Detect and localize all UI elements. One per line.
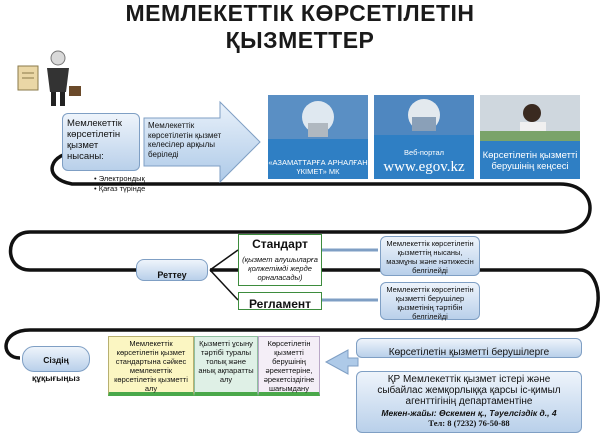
reglament-note: Мемлекеттік көрсетілетін қызметті беруші…	[380, 282, 480, 321]
title-line-2: ҚЫЗМЕТТЕР	[225, 27, 375, 53]
channel-con-label: «АЗАМАТТАРҒА АРНАЛҒАН ҮКІМЕТ» МК	[268, 158, 368, 176]
delivery-arrow-text: Мемлекеттік көрсетілетін қызмет келесіле…	[148, 121, 222, 159]
standard-desc: (қызмет алушыларға қолжетімді жерде орна…	[242, 255, 318, 282]
standard-title: Стандарт	[252, 237, 308, 251]
form-item-paper: Қағаз түрінде	[94, 184, 164, 194]
portal-photo-icon	[374, 95, 474, 135]
reglament-box: Регламент	[238, 292, 322, 311]
right-item-3-text: Көрсетілетін қызметті берушінің әрекетте…	[263, 339, 315, 393]
channel-con: «АЗАМАТТАРҒА АРНАЛҒАН ҮКІМЕТ» МК	[266, 93, 370, 181]
right-item-1: Мемлекеттік көрсетілетін қызмет стандарт…	[108, 336, 194, 396]
channel-office-label: Көрсетілетін қызметті берушінің кеңсесі	[482, 150, 578, 172]
office-photo-icon	[268, 95, 368, 139]
right-item-2: Қызметті ұсыну тәртібі туралы толық және…	[194, 336, 258, 396]
rights-box: Сіздің құқығыңыз	[22, 346, 90, 383]
right-item-2-text: Қызметті ұсыну тәртібі туралы толық және…	[198, 339, 254, 384]
channel-portal-label: Веб-портал	[403, 148, 445, 157]
complaint-provider-text: Көрсетілетін қызметті берушілерге	[388, 347, 550, 358]
channel-portal: Веб-портал www.egov.kz	[372, 93, 476, 181]
rights-label: Сіздің құқығыңыз	[32, 355, 80, 383]
agency-address: Мекен-жайы: Өскемен қ., Тәуелсіздік д., …	[381, 408, 557, 418]
regulation-box: Реттеу	[136, 259, 208, 281]
service-form-heading: Мемлекеттік көрсетілетін қызмет нысаны:	[67, 118, 122, 162]
standard-box: Стандарт (қызмет алушыларға қолжетімді ж…	[238, 234, 322, 286]
delivery-arrow	[143, 100, 261, 184]
agency-line-2: сыбайлас жемқорлыққа қарсы іс-қимыл	[377, 385, 561, 396]
channel-office: Көрсетілетін қызметті берушінің кеңсесі	[478, 93, 582, 181]
title-line-1: МЕМЛЕКЕТТІК КӨРСЕТІЛЕТІН	[125, 0, 475, 26]
agency-line-1: ҚР Мемлекеттік қызмет істері және	[387, 374, 551, 385]
complaint-provider-box: Көрсетілетін қызметті берушілерге	[356, 338, 582, 358]
businessman-icon	[17, 50, 81, 106]
form-item-electronic: Электрондық	[94, 174, 164, 184]
worker-illustration	[14, 46, 84, 108]
page-title: МЕМЛЕКЕТТІК КӨРСЕТІЛЕТІН ҚЫЗМЕТТЕР	[0, 0, 600, 54]
reglament-title: Регламент	[248, 297, 312, 311]
clerk-photo-icon	[480, 95, 580, 141]
agency-phone: Тел: 8 (7232) 76-50-88	[428, 418, 510, 428]
regulation-label: Реттеу	[157, 270, 187, 280]
standard-note: Мемлекеттік көрсетілетін қызметтің нысан…	[380, 236, 480, 276]
right-item-1-text: Мемлекеттік көрсетілетін қызмет стандарт…	[114, 339, 188, 393]
right-item-3: Көрсетілетін қызметті берушінің әрекетте…	[258, 336, 320, 396]
complaint-arrows	[324, 349, 359, 375]
complaint-agency-box: ҚР Мемлекеттік қызмет істері және сыбайл…	[356, 371, 582, 433]
service-form-list: Электрондық Қағаз түрінде	[94, 174, 164, 194]
agency-line-3: агенттігінің департаментіне	[405, 396, 533, 407]
channel-portal-url[interactable]: www.egov.kz	[383, 159, 465, 175]
service-form-box: Мемлекеттік көрсетілетін қызмет нысаны:	[62, 113, 140, 171]
